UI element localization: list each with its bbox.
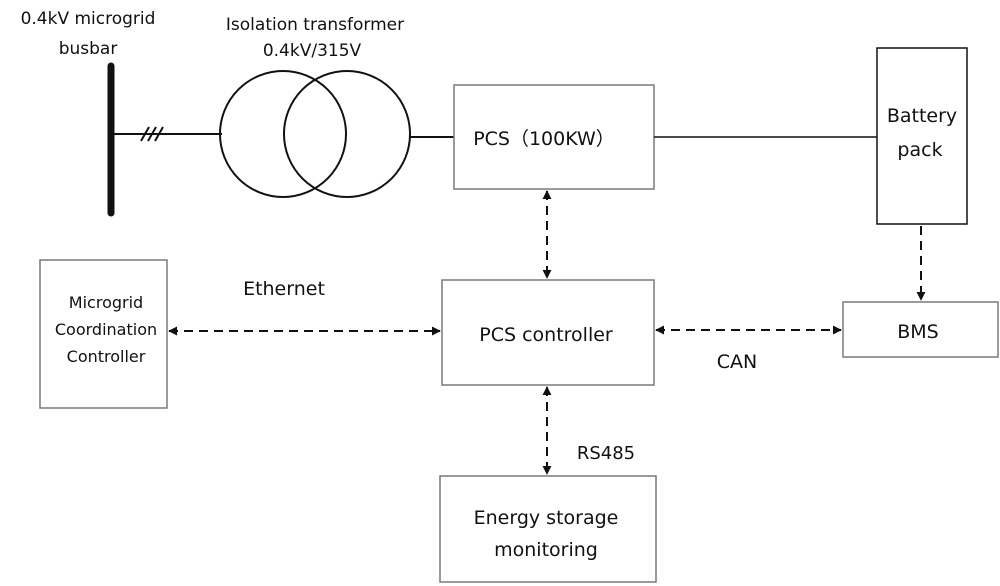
- transformer-label-line2: 0.4kV/315V: [263, 41, 362, 61]
- mcc-label-line3: Controller: [67, 347, 146, 366]
- energy-storage-monitoring-box[interactable]: [439, 475, 657, 583]
- battery-label-line2: pack: [897, 139, 942, 161]
- bms-box[interactable]: [842, 301, 999, 358]
- battery-label-line1: Battery: [887, 105, 957, 127]
- ethernet-label: Ethernet: [243, 278, 325, 300]
- pcs-controller-box[interactable]: [441, 279, 655, 386]
- bms-label: BMS: [897, 321, 939, 343]
- transformer-secondary-coil: [283, 70, 411, 198]
- busbar-label-line1: 0.4kV microgrid: [21, 9, 156, 29]
- pcs-controller-label: PCS controller: [479, 324, 613, 346]
- transformer-primary-coil: [219, 70, 347, 198]
- microgrid-controller-box[interactable]: [39, 259, 168, 409]
- esm-label-line1: Energy storage: [474, 507, 619, 529]
- mcc-label-line2: Coordination: [55, 320, 157, 339]
- mcc-label-line1: Microgrid: [69, 293, 143, 312]
- battery-pack-box[interactable]: [876, 47, 968, 225]
- esm-label-line2: monitoring: [494, 539, 598, 561]
- can-label: CAN: [717, 351, 757, 373]
- pcs-box[interactable]: [453, 84, 655, 190]
- three-phase-ticks: [140, 126, 164, 142]
- transformer-label-line1: Isolation transformer: [226, 15, 404, 35]
- pcs-label: PCS（100KW）: [473, 128, 615, 150]
- busbar-label-line2: busbar: [59, 39, 118, 59]
- rs485-label: RS485: [577, 443, 635, 464]
